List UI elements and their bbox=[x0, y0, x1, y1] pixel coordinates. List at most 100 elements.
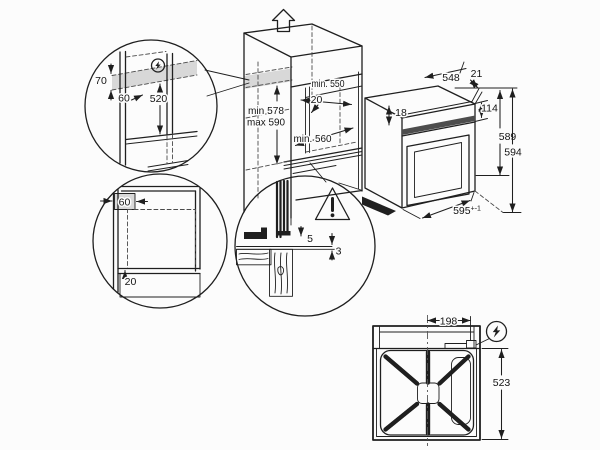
dim-height-rear-label: 589 bbox=[499, 131, 517, 143]
dim-recess-depth-arrow bbox=[130, 94, 144, 102]
dim-niche-depth-label: min. 560 bbox=[294, 133, 332, 145]
rear-panel-right-duct bbox=[451, 357, 471, 425]
recess-mains-circle bbox=[150, 58, 166, 73]
oven-top-front-inner-line bbox=[399, 101, 473, 116]
plan-front-structure bbox=[119, 273, 201, 298]
dim-front-height-ext bbox=[474, 100, 488, 122]
detail-circle-gap: 5 3 bbox=[234, 175, 376, 317]
install-up-arrow-icon bbox=[271, 8, 296, 33]
niche-ceiling-inner bbox=[305, 85, 363, 98]
dim-niche-height-max-label: max 590 bbox=[247, 117, 285, 129]
plan-left-wall bbox=[112, 188, 119, 293]
oven-plinth-foot bbox=[362, 196, 396, 216]
detail-circle-plan: 60 20 bbox=[92, 173, 228, 309]
dim-niche-depth-line bbox=[294, 127, 354, 147]
cable-recess-band-edge bbox=[245, 66, 293, 88]
oven-panel-line bbox=[401, 121, 476, 137]
recess-band bbox=[112, 60, 197, 90]
dim-depth-line bbox=[424, 67, 467, 79]
gap-door-section-lines bbox=[275, 179, 289, 239]
dim-width-ext bbox=[402, 192, 475, 219]
rear-inner-frame bbox=[376, 348, 477, 437]
worktop-wood-section bbox=[236, 248, 272, 266]
dim-recess-depth-label: 60 bbox=[118, 93, 130, 105]
dim-vent-gap-label: 20 bbox=[311, 94, 323, 106]
niche-top-edge bbox=[290, 73, 363, 88]
dim-plan-front-label: 20 bbox=[125, 276, 137, 288]
dim-recess-drop-label: 520 bbox=[150, 93, 168, 105]
worktop-wood-grain bbox=[238, 252, 269, 260]
warning-triangle-icon bbox=[314, 187, 351, 221]
plan-oven-footprint bbox=[127, 209, 196, 269]
dim-door-depth-label: 21 bbox=[471, 68, 483, 80]
shelf-rail bbox=[292, 165, 337, 174]
dim-width-line bbox=[421, 199, 471, 219]
dim-height-front-label: 594 bbox=[504, 147, 522, 159]
cabinet-wood-section bbox=[269, 248, 293, 297]
mains-symbol-circle bbox=[485, 320, 508, 343]
oven-door-outer bbox=[406, 134, 470, 207]
detail-plan-lens bbox=[92, 173, 228, 309]
cable-recess-band bbox=[244, 68, 291, 89]
recess-lower-strip bbox=[147, 160, 189, 172]
dim-gap-top-label: 5 bbox=[307, 233, 313, 245]
oven-door-window bbox=[414, 142, 462, 198]
callout-wedge-recess bbox=[204, 69, 250, 97]
plan-recess-box bbox=[114, 193, 135, 210]
oven-handle-band bbox=[402, 115, 475, 135]
rear-panel-center-plate bbox=[417, 382, 440, 404]
dim-front-height-label: 114 bbox=[481, 103, 498, 115]
recess-band-edges bbox=[111, 60, 198, 91]
rear-panel-ribs-highlight bbox=[386, 352, 469, 434]
recess-wall-left bbox=[119, 50, 127, 166]
dim-connection-offset-label: 198 bbox=[440, 316, 458, 328]
shelf-front-edge bbox=[283, 147, 363, 163]
oven-top-face bbox=[364, 85, 476, 119]
recess-hidden-lines bbox=[125, 51, 173, 164]
dim-door-depth-line bbox=[469, 79, 479, 89]
dim-gap-bottom-label: 3 bbox=[336, 246, 342, 258]
rear-top-strip-lines bbox=[379, 325, 475, 349]
dim-door-depth-ext bbox=[471, 88, 483, 105]
cabinet-isometric: min. 550 20 min 578 max 590 min. 560 bbox=[204, 8, 363, 219]
plan-front-rail bbox=[117, 267, 201, 275]
detail-gap-lens bbox=[234, 175, 376, 317]
mains-callout-line bbox=[475, 338, 490, 346]
dim-width-tolerance: +-1 bbox=[471, 206, 481, 213]
rear-terminal-box bbox=[466, 340, 477, 349]
recess-wall-right bbox=[166, 52, 174, 135]
plan-top-wall bbox=[120, 185, 200, 192]
detail-recess-lens bbox=[84, 39, 218, 173]
oven-rear-view: 198 523 bbox=[372, 314, 512, 446]
oven-isometric: 18 548 21 114 589 594 595+-1 bbox=[362, 61, 523, 219]
dim-height-proj bbox=[474, 190, 504, 213]
cabinet-wood-grain bbox=[273, 252, 289, 295]
dim-connection-drop-label: 523 bbox=[493, 377, 511, 389]
dim-depth-tick bbox=[459, 61, 465, 74]
rear-terminal-step bbox=[444, 343, 467, 349]
dim-width-value: 595 bbox=[453, 205, 471, 217]
dim-niche-height-min-label: min 578 bbox=[248, 105, 284, 117]
gap-frame-section-right bbox=[277, 231, 291, 236]
recess-shelf bbox=[125, 130, 198, 141]
gap-frame-section-left bbox=[244, 227, 267, 239]
dim-width-label: 595+-1 bbox=[453, 205, 481, 217]
plan-right-wall bbox=[194, 187, 201, 272]
dim-connection-drop-ext bbox=[481, 348, 509, 440]
dim-niche-width-line bbox=[300, 97, 353, 107]
warning-exclamation-dot bbox=[330, 213, 335, 218]
detail-circle-recess: 70 60 520 bbox=[84, 39, 218, 173]
cabinet-top-face bbox=[243, 23, 363, 58]
hidden-edge-lines bbox=[245, 25, 358, 199]
mains-lightning-icon bbox=[492, 325, 501, 338]
rear-outer-frame bbox=[372, 325, 481, 441]
dim-top-inset-label: 18 bbox=[395, 107, 407, 119]
recess-shelf-thickness bbox=[125, 135, 198, 145]
dim-depth-label: 548 bbox=[442, 72, 460, 84]
dim-recess-height-label: 70 bbox=[95, 75, 107, 87]
shelf-thickness bbox=[283, 151, 363, 170]
dim-plan-recess-label: 60 bbox=[119, 197, 131, 209]
dim-niche-width-label: min. 550 bbox=[312, 78, 345, 90]
